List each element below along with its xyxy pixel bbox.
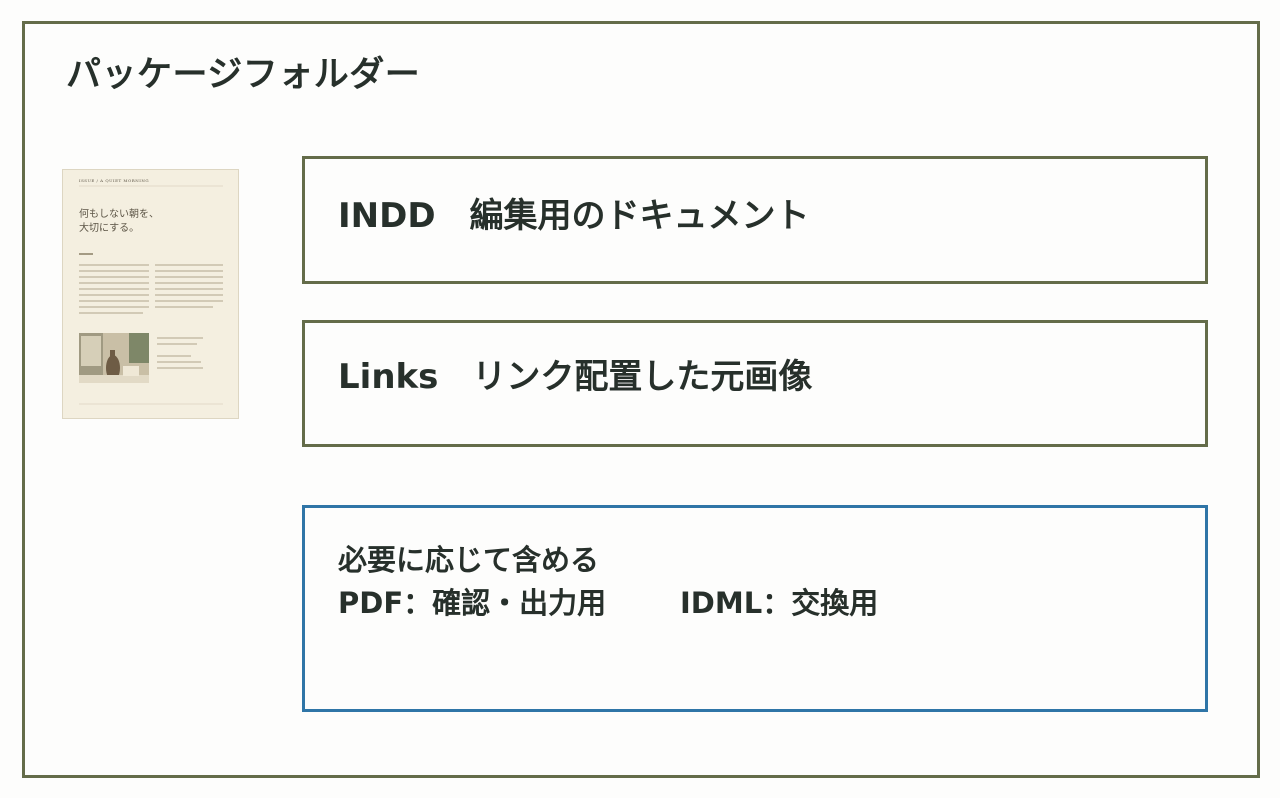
package-folder-frame (22, 21, 1260, 778)
page-title: パッケージフォルダー (66, 55, 421, 95)
thumbnail-header: ISSUE / A QUIET MORNING (79, 178, 150, 183)
optional-pdf-label: PDF：確認・出力用 (338, 586, 607, 620)
links-item-box: Links リンク配置した元画像 (302, 320, 1208, 447)
document-thumbnail: ISSUE / A QUIET MORNING 何もしない朝を、 大切にする。 (62, 169, 239, 419)
optional-items-box: 必要に応じて含める PDF：確認・出力用 IDML：交換用 (302, 505, 1208, 712)
thumbnail-heading-line1: 何もしない朝を、 (79, 209, 159, 220)
indd-item-box: INDD 編集用のドキュメント (302, 156, 1208, 284)
optional-heading: 必要に応じて含める (338, 543, 600, 577)
thumbnail-heading-line2: 大切にする。 (79, 223, 140, 234)
indd-item-label: INDD 編集用のドキュメント (338, 196, 810, 236)
links-item-label: Links リンク配置した元画像 (338, 357, 813, 397)
thumbnail-illustration (79, 185, 223, 405)
optional-idml-label: IDML：交換用 (680, 586, 879, 620)
